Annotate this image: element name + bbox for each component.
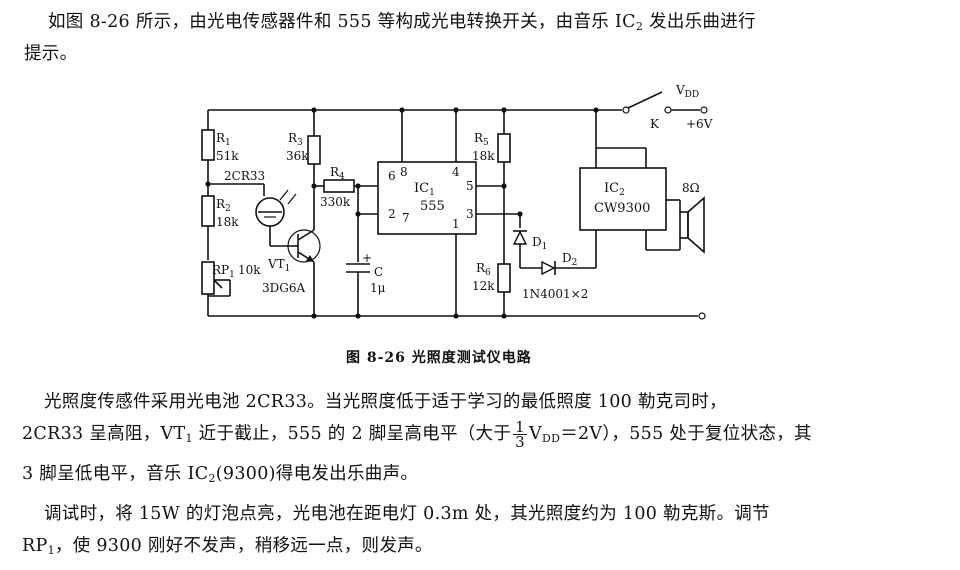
- body-sub-3: 2: [208, 472, 216, 485]
- label-r3-val: 36k: [286, 149, 309, 163]
- label-r6: R6: [476, 261, 491, 278]
- intro-text-1: 如图 8-26 所示，由光电传感器件和 555 等构成光电转换开关，由音乐 IC: [48, 12, 636, 32]
- label-2cr33: 2CR33: [224, 169, 265, 183]
- body-text-2b: 近于截止，555 的 2 脚呈高电平（大于: [192, 424, 512, 444]
- label-r3: R3: [288, 131, 303, 148]
- intro-text-1-tail: 发出乐曲进行: [643, 12, 756, 32]
- label-r2: R2: [216, 197, 231, 214]
- label-r5-val: 18k: [472, 149, 495, 163]
- resistor-r6: [497, 263, 511, 293]
- label-r1-val: 51k: [216, 149, 239, 163]
- switch-k-contact-right: [664, 106, 672, 114]
- label-speaker: 8Ω: [682, 181, 700, 195]
- ic1-555: [377, 161, 477, 235]
- label-vt1-model: 3DG6A: [262, 281, 305, 295]
- ic2-cw9300: [579, 167, 667, 231]
- body-text-5b: ，使 9300 刚好不发声，稍移远一点，则发声。: [54, 536, 433, 556]
- junction-dots: [205, 107, 599, 319]
- body-text-3b: (9300)得电发出乐曲声。: [215, 464, 419, 484]
- label-rp1: RP1: [212, 263, 235, 280]
- label-pin4: 4: [452, 165, 460, 179]
- ground-terminal: [698, 312, 706, 320]
- label-r5: R5: [474, 131, 489, 148]
- label-d2: D2: [562, 251, 577, 268]
- resistor-r5: [497, 133, 511, 163]
- resistor-r2: [201, 195, 215, 227]
- label-r1: R1: [216, 131, 231, 148]
- label-pin5: 5: [466, 179, 474, 193]
- fraction-denominator: 3: [515, 433, 525, 451]
- fraction-numerator: 1: [513, 418, 527, 436]
- label-pin7: 7: [402, 211, 410, 225]
- body-line-5: RP1，使 9300 刚好不发声，稍移远一点，则发声。: [22, 532, 433, 565]
- resistor-r3: [307, 135, 321, 165]
- body-line-4: 调试时，将 15W 的灯泡点亮，光电池在距电灯 0.3m 处，其光照度约为 10…: [44, 500, 770, 528]
- body-line-1: 光照度传感件采用光电池 2CR33。当光照度低于适于学习的最低照度 100 勒克…: [44, 388, 727, 416]
- switch-k-blade: [627, 91, 663, 109]
- intro-text-2: 提示。: [24, 44, 78, 64]
- speaker-icon: [687, 196, 705, 254]
- light-arrow-1: [279, 189, 289, 201]
- intro-line-1: 如图 8-26 所示，由光电传感器件和 555 等构成光电转换开关，由音乐 IC…: [48, 8, 756, 41]
- label-cap-plus: +: [362, 251, 372, 265]
- figure-caption: 图 8-26 光照度测试仪电路: [346, 350, 532, 366]
- label-pin3: 3: [466, 207, 474, 221]
- body-text-2a: 2CR33 呈高阻，VT: [22, 424, 186, 444]
- rp1-arrow: [213, 279, 223, 289]
- body-text-4: 调试时，将 15W 的灯泡点亮，光电池在距电灯 0.3m 处，其光照度约为 10…: [44, 504, 770, 524]
- resistor-r1: [201, 129, 215, 161]
- vt1-emitter-arrow: [306, 255, 314, 262]
- body-text-1: 光照度传感件采用光电池 2CR33。当光照度低于适于学习的最低照度 100 勒克…: [44, 392, 727, 412]
- transistor-vt1: [287, 229, 321, 263]
- label-rp1-val: 10k: [238, 263, 261, 277]
- speaker-body: [679, 211, 689, 239]
- label-pin1: 1: [452, 217, 460, 231]
- label-switch-k: K: [650, 117, 660, 131]
- intro-line-2: 提示。: [24, 40, 77, 68]
- body-sub-2: 1: [185, 432, 193, 445]
- intro-sub: 2: [635, 20, 644, 33]
- label-pin6: 6: [388, 169, 396, 183]
- label-r2-val: 18k: [216, 215, 239, 229]
- label-ic2: IC2: [604, 181, 625, 198]
- body-text-2d: ＝2V），555 处于复位状态，其: [560, 424, 812, 444]
- label-vdd: VDD: [675, 83, 699, 100]
- label-r6-val: 12k: [472, 279, 495, 293]
- body-sub-2b: DD: [541, 432, 561, 445]
- body-text-5a: RP: [22, 536, 48, 556]
- label-cap: C: [374, 265, 383, 279]
- label-ic2-model: CW9300: [594, 201, 650, 216]
- label-diode-model: 1N4001×2: [522, 287, 588, 301]
- label-vt1: VT1: [267, 257, 290, 274]
- switch-k-contact-left: [622, 106, 630, 114]
- label-ic1-model: 555: [420, 199, 445, 214]
- label-supply: +6V: [686, 117, 713, 131]
- diode-d2: [541, 260, 556, 276]
- label-d1: D1: [532, 235, 547, 252]
- vt1-collector: [297, 229, 315, 241]
- vdd-terminal: [700, 106, 708, 114]
- light-arrow-2: [287, 193, 297, 205]
- diode-d1: [512, 230, 528, 245]
- body-text-2c: V: [529, 424, 542, 444]
- label-ic1: IC1: [414, 181, 435, 198]
- body-text-3a: 3 脚呈低电平，音乐 IC: [22, 464, 209, 484]
- body-sub-5: 1: [47, 544, 55, 557]
- label-r4: R4: [330, 165, 345, 182]
- label-r4-val: 330k: [320, 195, 351, 209]
- label-pin8: 8: [400, 165, 408, 179]
- label-cap-val: 1μ: [370, 281, 386, 295]
- label-pin2: 2: [388, 207, 396, 221]
- body-line-3: 3 脚呈低电平，音乐 IC2(9300)得电发出乐曲声。: [22, 460, 418, 493]
